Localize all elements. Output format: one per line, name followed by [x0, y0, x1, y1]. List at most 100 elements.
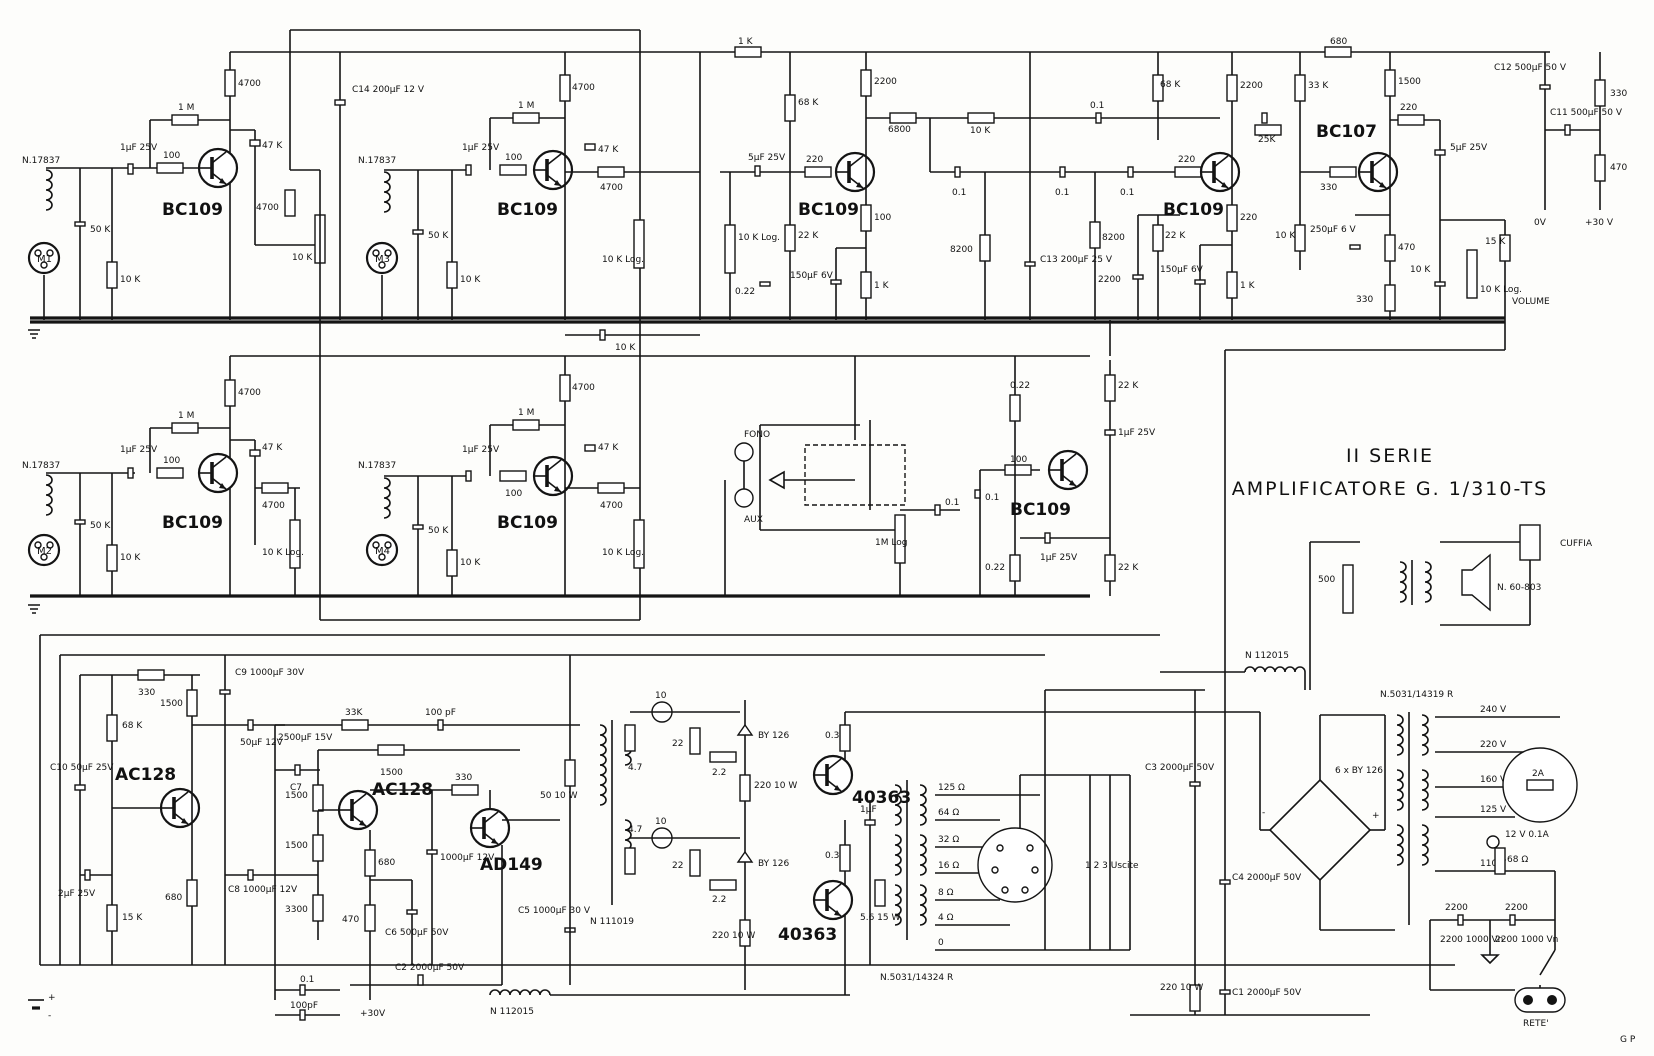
transistor-ad149-icon	[469, 807, 511, 849]
c-5uf-label-1: 5µF 25V	[748, 153, 786, 163]
r-3300-label: 3300	[285, 905, 308, 915]
c-1uf-label-aux: 1µF 25V	[1040, 553, 1078, 563]
v0-label: 0V	[1534, 218, 1547, 228]
c-50k-label-3: 50 K	[428, 231, 449, 241]
ground-icon-mains	[1480, 954, 1500, 965]
c-1uf-label-aux2: 1µF 25V	[1118, 428, 1156, 438]
tap-220v-label: 220 V	[1480, 740, 1507, 750]
c-1uf-label-2: 1µF 25V	[120, 445, 158, 455]
c6-label: C6 500µF 50V	[385, 928, 449, 938]
r-470-label-pa: 470	[342, 915, 359, 925]
p-volume-label: 10 K Log.	[1480, 285, 1522, 295]
r-680-label-pa: 680	[165, 893, 182, 903]
p-1m-label: 1M Log	[875, 538, 907, 548]
c-150uf-label-2: 150µF 6V	[1160, 265, 1204, 275]
c-0-1-label-3: 0.1	[1120, 188, 1134, 198]
tap-64-label: 64 Ω	[938, 808, 959, 818]
c2-label: C2 2000µF 50V	[395, 963, 465, 973]
r-22k-label-4: 22 K	[1118, 563, 1139, 573]
transistor-bc109-tone2-icon	[1199, 151, 1241, 193]
transistor-bc109-ch2-icon	[197, 452, 239, 494]
r-10k-label-tone: 10 K	[970, 126, 991, 136]
r-33k-label-pa: 33K	[345, 708, 363, 718]
r-4700-label-1: 4700	[238, 79, 261, 89]
diode-by126-1-icon	[736, 723, 754, 736]
tap-32-label: 32 Ω	[938, 835, 959, 845]
r-10-label-1: 10	[655, 691, 667, 701]
driver-transformer-label: N 111019	[590, 917, 634, 927]
r-220-label-1: 220	[806, 155, 823, 165]
transistor-label-tone1: BC109	[798, 200, 859, 220]
p-10k-label-4: 10 K Log.	[602, 548, 644, 558]
headphone-jack-icon	[1519, 524, 1541, 561]
c-0-22-label: 0.22	[735, 287, 755, 297]
transistor-label-ch1: BC109	[162, 200, 223, 220]
v30b-label: +30V	[360, 1009, 386, 1019]
tap-125-label: 125 Ω	[938, 783, 965, 793]
r-2200-label-2: 2200	[1240, 81, 1263, 91]
r-220-label-3: 220	[1240, 213, 1257, 223]
tap-4-label: 4 Ω	[938, 913, 954, 923]
transistor-label-ch2: BC109	[162, 513, 223, 533]
c1-label: C1 2000µF 50V	[1232, 988, 1302, 998]
p-10k-log-label-2: 10 K Log.	[738, 233, 780, 243]
choke-label: N 112015	[490, 1007, 534, 1017]
c-1uf-label-4: 1µF 25V	[462, 445, 500, 455]
legend: + - G P	[28, 329, 1636, 1045]
c-100pf-b-label: 100pF	[290, 1001, 318, 1011]
c-47k-label-2: 47 K	[262, 443, 283, 453]
c14-label: C14 200µF 12 V	[352, 85, 425, 95]
fono-aux-input: FONO AUX 1M Log 0.1 0.1 100 BC109 0.22 0…	[724, 320, 1156, 596]
c13-label: C13 200µF 25 V	[1040, 255, 1113, 265]
r-680-label-pa2: 680	[378, 858, 395, 868]
legend-minus-label: -	[48, 1011, 51, 1021]
r-22-label-1: 22	[672, 739, 683, 749]
uscite-label: 1 2 3 Uscite	[1085, 861, 1139, 871]
tap-8-label: 8 Ω	[938, 888, 954, 898]
r-1m-label-4: 1 M	[518, 408, 534, 418]
aux-jack-icon	[734, 488, 754, 508]
transistor-bc109-tone1-icon	[834, 151, 876, 193]
output-transformer-label: N.5031/14324 R	[880, 973, 953, 983]
r-100-label-3: 100	[505, 153, 522, 163]
r-470-label-2: 470	[1610, 163, 1627, 173]
r-10k-mix-label: 10 K	[615, 343, 636, 353]
c-47k-label-1: 47 K	[262, 141, 283, 151]
r-330-label-2: 330	[1356, 295, 1373, 305]
r-220-label-4: 220	[1400, 103, 1417, 113]
power-supply: 6 x BY 126 - + N.5031/14319 R 240 V 220 …	[1259, 690, 1578, 1029]
r-220-10w-label-1: 220 10 W	[754, 781, 797, 791]
r-220-10w-label-3: 220 10 W	[1160, 983, 1203, 993]
by126-label-2: BY 126	[758, 859, 789, 869]
r-50-label: 50 10 W	[540, 791, 578, 801]
lamp-label: 12 V 0.1A	[1505, 830, 1550, 840]
aux-label: AUX	[744, 515, 763, 525]
tap-110v-label: 110 V	[1480, 859, 1507, 869]
power-amplifier: 330 C10 50µF 25V 2µF 25V 68 K 15 K AC128…	[39, 634, 1455, 1021]
transistor-label-ad149: AD149	[480, 855, 543, 875]
fono-label: FONO	[744, 430, 770, 440]
c3-label: C3 2000µF 50V	[1145, 763, 1215, 773]
m4-label: M4	[375, 546, 390, 557]
c-2200-label-m1b: 2200 1000 Vn	[1440, 935, 1503, 945]
c-0-1-label-aux2: 0.1	[985, 493, 999, 503]
transistor-bc109-ch1-icon	[197, 147, 239, 189]
c-2uf-label: 2µF 25V	[58, 889, 96, 899]
c-5uf-label-2: 5µF 25V	[1450, 143, 1488, 153]
output-selector-icon	[977, 827, 1053, 903]
tap-125v-label: 125 V	[1480, 805, 1507, 815]
c-2200-label-m2: 2200	[1505, 903, 1528, 913]
bridge-rectifier-icon	[1268, 778, 1372, 882]
c-0-1-label-top: 0.1	[1090, 101, 1104, 111]
c-0-1-label-2: 0.1	[1055, 188, 1069, 198]
tap-16-label: 16 Ω	[938, 861, 959, 871]
r-220-label-2: 220	[1178, 155, 1195, 165]
r-100-label-4: 100	[505, 489, 522, 499]
m2-label: M2	[37, 546, 52, 557]
legend-plus-label: +	[48, 993, 56, 1003]
r-15k-label-pa: 15 K	[122, 913, 143, 923]
r-4700-label-3: 4700	[572, 83, 595, 93]
r-5-6-label: 5.6 15 W	[860, 913, 900, 923]
c4-label: C4 2000µF 50V	[1232, 873, 1302, 883]
transistor-label-ch4: BC109	[497, 513, 558, 533]
